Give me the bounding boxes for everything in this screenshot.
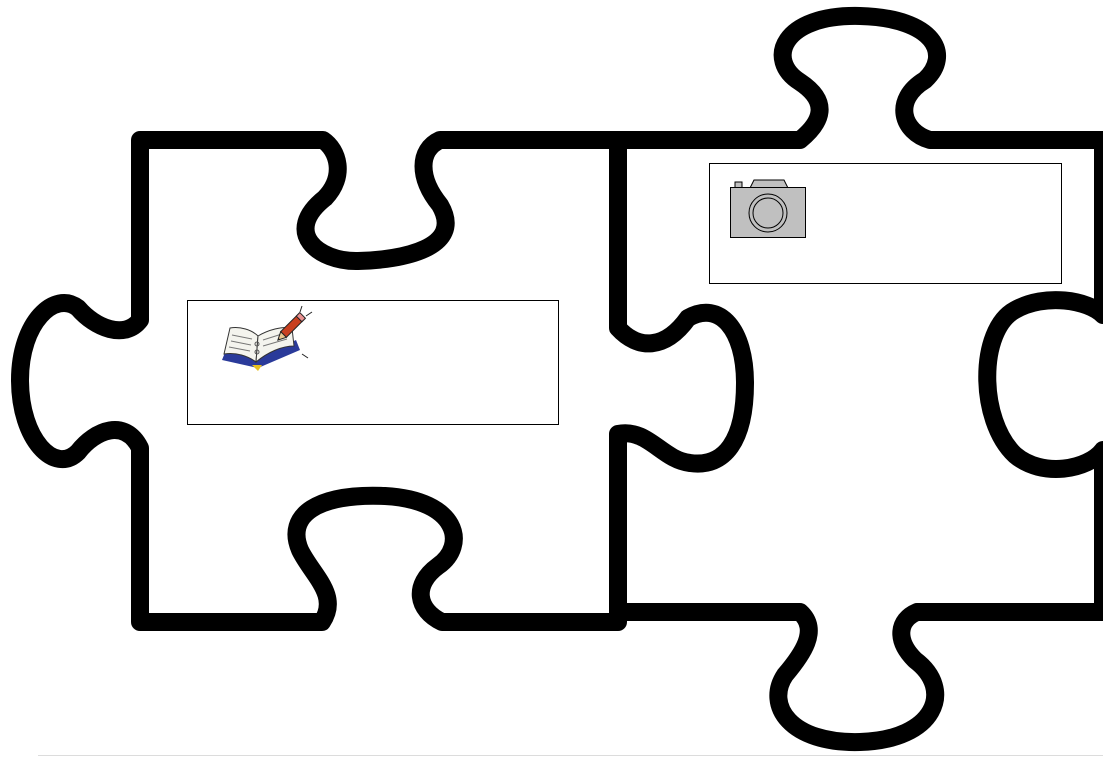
right-puzzle-piece <box>618 16 1103 742</box>
camera-icon <box>731 180 806 238</box>
bottom-divider <box>38 755 1103 756</box>
